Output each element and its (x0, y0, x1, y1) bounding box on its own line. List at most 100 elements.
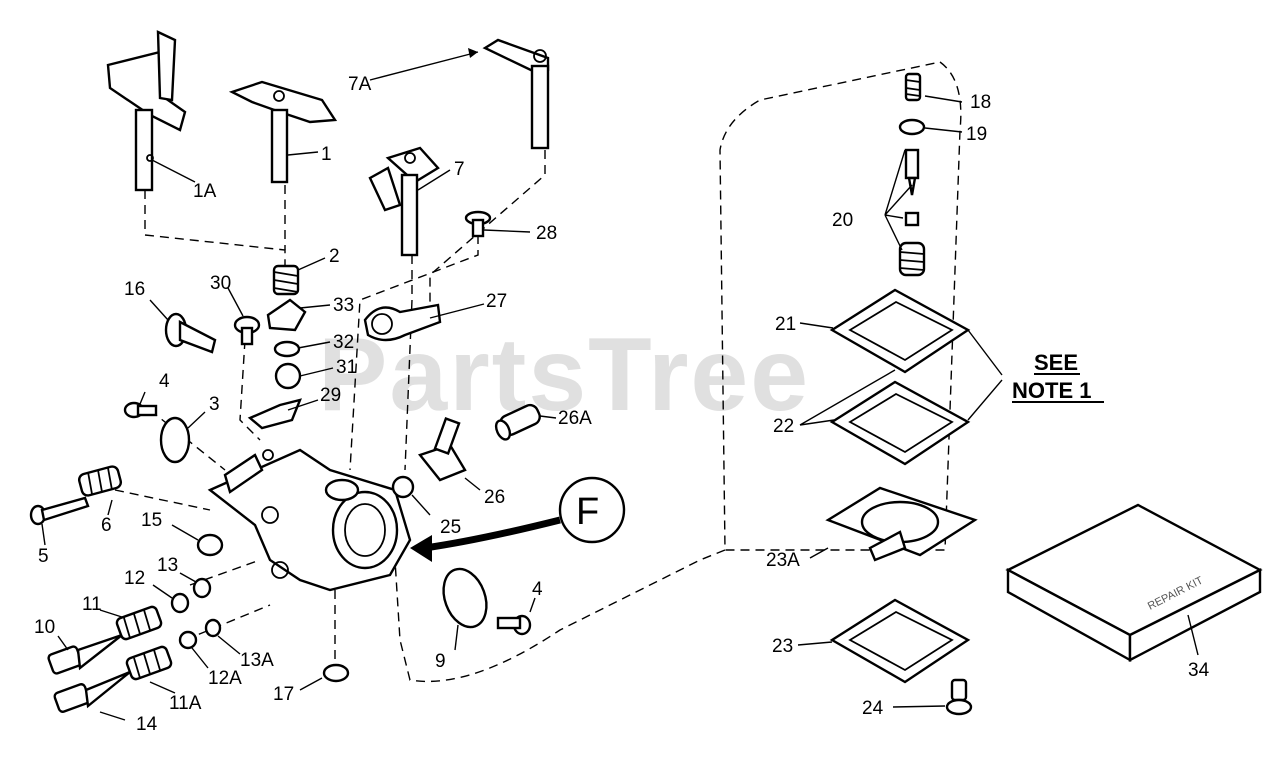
part-14-needle (53, 670, 131, 713)
part-31-bushing (274, 362, 302, 390)
note-line1: SEE (1034, 350, 1078, 375)
label-20: 20 (832, 210, 853, 231)
label-30: 30 (210, 273, 231, 294)
label-27: 27 (486, 291, 507, 312)
label-4-upper: 4 (159, 371, 170, 392)
kit-boundary-lower-dashed (394, 549, 726, 683)
label-13a: 13A (240, 650, 274, 671)
carburetor-body (207, 448, 412, 592)
label-26: 26 (484, 487, 505, 508)
part-32-washer (273, 340, 301, 358)
part-18-spring (904, 72, 922, 102)
label-15: 15 (141, 510, 162, 531)
label-32: 32 (333, 332, 354, 353)
align-line-6 (114, 489, 211, 511)
align-line-screws (184, 559, 271, 641)
label-1: 1 (321, 144, 332, 165)
part-labels: 1A 1 7A 7 28 2 16 30 33 27 32 31 4 3 29 … (34, 74, 1210, 735)
part-24-screw (945, 678, 973, 716)
label-34: 34 (1188, 660, 1210, 681)
align-line-7 (404, 255, 413, 471)
align-line-7a (429, 150, 546, 320)
part-10-needle (47, 633, 123, 675)
kit-boundary-dashed (719, 61, 962, 551)
label-13: 13 (157, 555, 178, 576)
note-line2: NOTE 1 (1012, 378, 1091, 403)
part-23-gasket-inner (848, 610, 954, 672)
part-29-lever (247, 398, 302, 430)
part-23-gasket (829, 598, 971, 684)
part-13a-washer (204, 618, 222, 638)
part-13-washer (192, 577, 212, 599)
part-22-diaphragm (829, 380, 971, 466)
part-33-lever (266, 298, 307, 332)
label-11: 11 (82, 594, 102, 615)
label-23: 23 (772, 636, 793, 657)
part-17-plug (322, 663, 350, 683)
part-9-choke-plate (442, 567, 488, 629)
part-23a-pump-cover (825, 486, 978, 562)
part-15-plug (196, 533, 224, 557)
label-23a: 23A (766, 550, 800, 571)
label-9: 9 (435, 651, 446, 672)
part-27-clamp (363, 303, 442, 342)
part-26a-fitting (494, 403, 541, 441)
label-7a: 7A (348, 74, 372, 95)
label-24: 24 (862, 698, 884, 719)
part-28-screw (464, 210, 492, 238)
part-16-shaft (164, 312, 217, 354)
part-4-screw-lower (496, 614, 532, 636)
label-31: 31 (336, 357, 357, 378)
label-33: 33 (333, 295, 354, 316)
label-26a: 26A (558, 408, 592, 429)
label-18: 18 (970, 92, 991, 113)
label-12: 12 (124, 568, 145, 589)
label-10: 10 (34, 617, 55, 638)
align-line-30 (239, 339, 261, 441)
part-3-throttle-plate (159, 416, 191, 464)
part-5-screw (29, 496, 90, 526)
align-line-28 (349, 235, 479, 471)
label-22: 22 (773, 416, 794, 437)
label-25: 25 (440, 517, 461, 538)
label-16: 16 (124, 279, 145, 300)
label-11a: 11A (169, 693, 202, 714)
callout-circle (558, 476, 626, 544)
part-1-shaft (228, 80, 338, 184)
label-7: 7 (454, 159, 465, 180)
callout-arrowhead (410, 535, 432, 562)
part-7a-shaft (482, 38, 550, 150)
label-5: 5 (38, 546, 49, 567)
part-4-screw-upper (123, 401, 158, 419)
label-6: 6 (101, 515, 112, 536)
see-note-1: SEE NOTE 1 (1012, 350, 1104, 403)
label-17: 17 (273, 684, 294, 705)
label-1a: 1A (193, 181, 217, 202)
label-12a: 12A (208, 668, 242, 689)
leader-lines (41, 48, 1199, 721)
label-21: 21 (775, 314, 796, 335)
part-34-repair-kit-box: REPAIR KIT (1005, 503, 1263, 663)
part-1a-shaft (106, 30, 187, 192)
label-28: 28 (536, 223, 557, 244)
part-20-needle-assembly (898, 148, 926, 277)
label-19: 19 (966, 124, 987, 145)
label-14: 14 (136, 714, 158, 735)
part-7-shaft (368, 146, 440, 257)
part-21-gasket-inner (848, 300, 954, 362)
part-12-washer (170, 592, 190, 614)
part-6-spring (77, 465, 123, 497)
part-11-spring (115, 605, 163, 641)
callout-letter: F (576, 491, 599, 533)
part-2-spring (272, 264, 300, 296)
label-4-lower: 4 (532, 579, 543, 600)
part-12a-washer (178, 630, 198, 650)
callout-arrow (424, 516, 561, 552)
part-30-screw (233, 315, 261, 346)
label-29: 29 (320, 385, 341, 406)
part-11a-spring (125, 645, 173, 681)
part-19-washer (898, 118, 926, 136)
part-26-elbow (417, 417, 467, 482)
label-3: 3 (209, 394, 220, 415)
